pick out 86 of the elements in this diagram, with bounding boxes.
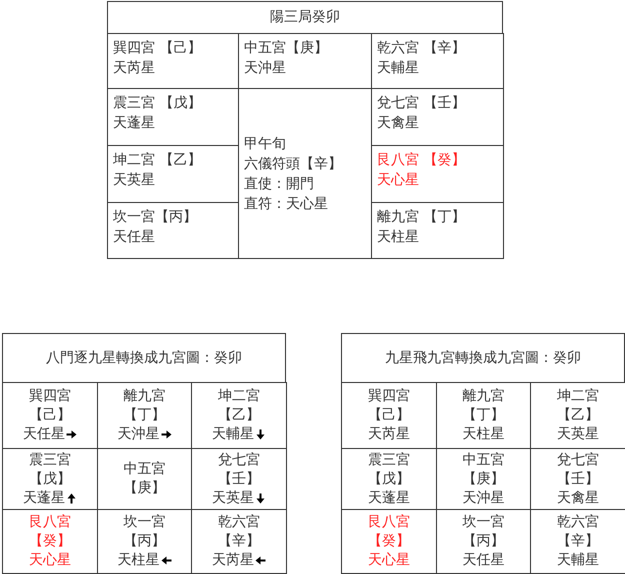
cell-text: 【辛】 xyxy=(557,532,599,551)
cell-text: 天英星 xyxy=(212,488,254,508)
cell-text: 離九宮 xyxy=(124,387,166,406)
cell-text: 坤二宮 【乙】 xyxy=(113,151,202,170)
cell-text: 離九宮 xyxy=(462,387,504,406)
cell-text: 直符：天心星 xyxy=(244,194,328,214)
cell-text: 【丁】 xyxy=(462,406,504,425)
cell-text: 天禽星 xyxy=(557,488,599,508)
cell-text: 【己】 xyxy=(29,406,71,425)
palace-cell xyxy=(2,509,98,574)
cell-text: 【辛】 xyxy=(218,532,260,551)
cell-text: 天心星 xyxy=(377,171,419,190)
cell-text: 艮八宮 【癸】 xyxy=(377,151,466,170)
cell-text: 震三宮 【戊】 xyxy=(113,94,202,113)
cell-text: 天柱星 xyxy=(118,551,160,570)
table-title: 九星飛九宮轉換成九宮圖：癸卯 xyxy=(385,348,581,368)
palace-cell xyxy=(191,509,287,574)
palace-cell xyxy=(371,202,504,259)
cell-text: 坤二宮 xyxy=(557,387,599,406)
cell-text: 天英星 xyxy=(113,171,155,190)
cell-text: 天蓬星 xyxy=(113,114,155,133)
cell-text: 天沖星 xyxy=(244,59,286,78)
cell-text: 震三宮 xyxy=(368,450,410,470)
cell-text: 天芮星 xyxy=(368,425,410,444)
cell-text: 震三宮 xyxy=(29,450,71,470)
cell-text: 【己】 xyxy=(368,406,410,425)
cell-text: 兌七宮 xyxy=(557,450,599,470)
cell-text: 艮八宮 xyxy=(29,513,71,532)
cell-text: 甲午旬 xyxy=(244,134,286,154)
cell-text: 坎一宮【丙】 xyxy=(113,208,197,227)
cell-text: 【丙】 xyxy=(462,532,504,551)
title-cell xyxy=(341,333,625,383)
cell-text: 直使：開門 xyxy=(244,174,314,194)
cell-text: 坤二宮 xyxy=(218,387,260,406)
cell-text: 巽四宮 xyxy=(368,387,410,406)
cell-text: 【庚】 xyxy=(124,479,166,498)
cell-text: 中五宮 xyxy=(462,450,504,470)
cell-text: 中五宮【庚】 xyxy=(244,39,328,58)
cell-text: 乾六宮 【辛】 xyxy=(377,39,466,58)
cell-text: 【庚】 xyxy=(462,470,504,488)
cell-text: 天任星 xyxy=(113,228,155,247)
cell-text: 【癸】 xyxy=(29,532,71,551)
cell-text: 天心星 xyxy=(368,551,410,570)
cell-text: 天蓬星 xyxy=(368,488,410,508)
cell-text: 天柱星 xyxy=(377,228,419,247)
cell-text: 天輔星 xyxy=(557,551,599,570)
table-title: 八門逐九星轉換成九宮圖：癸卯 xyxy=(46,348,242,368)
cell-text: 巽四宮 xyxy=(29,387,71,406)
cell-text: 【乙】 xyxy=(557,406,599,425)
title-cell xyxy=(2,333,286,383)
cell-text: 【戊】 xyxy=(368,470,410,488)
cell-text: 【壬】 xyxy=(218,470,260,488)
cell-text: 坎一宮 xyxy=(124,513,166,532)
palace-cell xyxy=(107,202,239,259)
cell-text: 離九宮 【丁】 xyxy=(377,208,466,227)
cell-text: 六儀符頭【辛】 xyxy=(244,154,342,174)
cell-text: 【壬】 xyxy=(557,470,599,488)
cell-text: 天蓬星 xyxy=(23,488,65,508)
table-title: 陽三局癸卯 xyxy=(270,8,340,27)
cell-text: 【乙】 xyxy=(218,406,260,425)
cell-text: 天任星 xyxy=(462,551,504,570)
cell-text: 天沖星 xyxy=(118,425,160,444)
cell-text: 天柱星 xyxy=(462,425,504,444)
cell-text: 天禽星 xyxy=(377,114,419,133)
cell-text: 艮八宮 xyxy=(368,513,410,532)
cell-text: 天輔星 xyxy=(212,425,254,444)
cell-text: 【戊】 xyxy=(29,470,71,488)
palace-cell xyxy=(341,509,437,574)
cell-text: 兌七宮 xyxy=(218,450,260,470)
cell-text: 【丁】 xyxy=(124,406,166,425)
cell-text: 巽四宮 【己】 xyxy=(113,39,202,58)
cell-text: 【癸】 xyxy=(368,532,410,551)
cell-text: 中五宮 xyxy=(124,460,166,479)
title-cell xyxy=(107,1,503,34)
cell-text: 兌七宮 【壬】 xyxy=(377,94,466,113)
cell-text: 天沖星 xyxy=(462,488,504,508)
cell-text: 天芮星 xyxy=(212,551,254,570)
cell-text: 天輔星 xyxy=(377,59,419,78)
cell-text: 天芮星 xyxy=(113,59,155,78)
cell-text: 天心星 xyxy=(29,551,71,570)
cell-text: 天英星 xyxy=(557,425,599,444)
cell-text: 【丙】 xyxy=(124,532,166,551)
cell-text: 坎一宮 xyxy=(462,513,504,532)
cell-text: 乾六宮 xyxy=(557,513,599,532)
cell-text: 天任星 xyxy=(23,425,65,444)
cell-text: 乾六宮 xyxy=(218,513,260,532)
